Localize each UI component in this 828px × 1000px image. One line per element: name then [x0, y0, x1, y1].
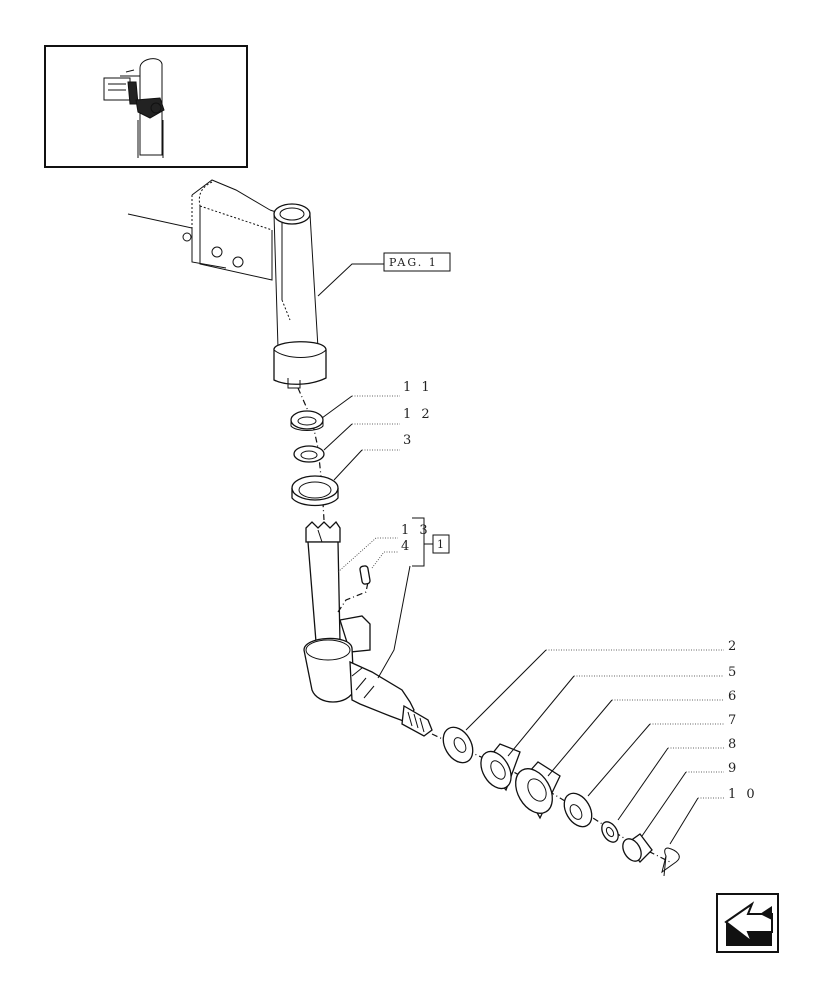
tractor-front-axle-thumbnail-icon: [103, 58, 165, 158]
part-5-seal: [480, 743, 521, 792]
callout-9-label: 9: [728, 761, 739, 776]
back-arrow-icon: [724, 901, 773, 946]
part-3-seal: [291, 475, 339, 507]
group-box[interactable]: 1: [424, 534, 450, 554]
callout-12-label: 1 2: [403, 407, 433, 422]
page-reference-label: PAG. 1: [389, 256, 438, 269]
group-box-label: 1: [437, 538, 446, 551]
part-4-pin: [359, 565, 371, 585]
callout-3-label: 3: [403, 433, 414, 448]
callout-10-label: 1 0: [728, 787, 758, 802]
part-2-washer: [442, 726, 474, 764]
callout-2-label: 2: [728, 639, 739, 654]
part-12-shim: [293, 445, 325, 463]
callout-13-label: 1 3: [401, 523, 431, 538]
part-9-castle-nut: [622, 833, 653, 863]
part-7-outer-bearing: [563, 792, 593, 828]
axle-housing: [127, 179, 327, 389]
page-reference-box[interactable]: PAG. 1: [317, 252, 451, 297]
callout-4-label: 4: [401, 539, 412, 554]
part-1-steering-knuckle: [303, 520, 433, 737]
part-6-inner-bearing: [515, 761, 561, 820]
callout-7-label: 7: [728, 713, 739, 728]
callout-5-label: 5: [728, 665, 739, 680]
part-8-washer: [601, 821, 619, 843]
part-10-cotter-pin: [661, 847, 680, 877]
thumbnail-inset[interactable]: [44, 45, 248, 168]
callout-11-label: 1 1: [403, 380, 433, 395]
back-navigation-button[interactable]: [716, 893, 779, 953]
callout-8-label: 8: [728, 737, 739, 752]
callout-6-label: 6: [728, 689, 739, 704]
part-11-thrust-washer: [290, 410, 324, 431]
